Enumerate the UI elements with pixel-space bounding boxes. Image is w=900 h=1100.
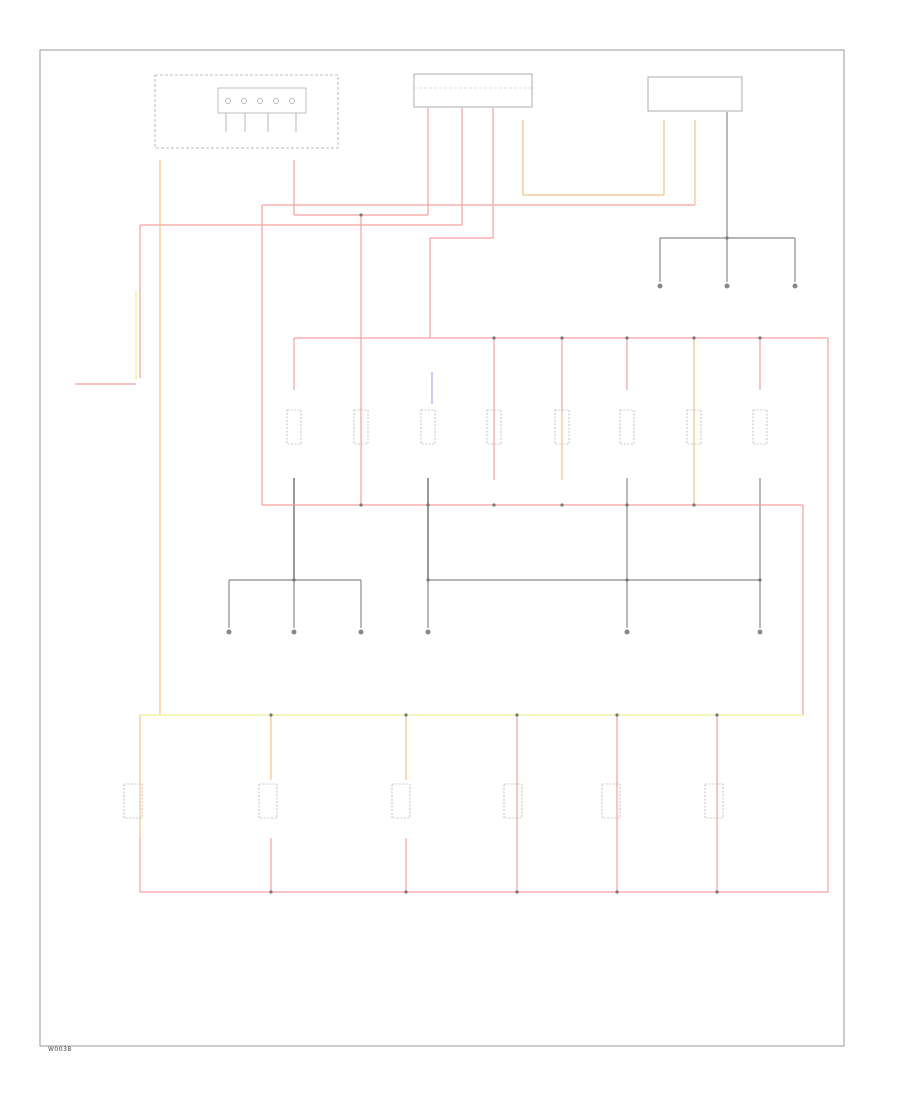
illumination-control-switch <box>647 76 743 112</box>
diagram-frame <box>39 49 845 1047</box>
bottom-lamp-row <box>123 783 724 819</box>
orange-illumination-wiring <box>139 120 696 838</box>
yellow-illumination-bus <box>135 290 803 716</box>
red-power-wiring <box>75 108 829 893</box>
ground-wiring <box>228 112 796 628</box>
combination-switch <box>154 74 339 149</box>
splice-dots <box>269 213 762 894</box>
middle-lamp-row <box>286 409 768 445</box>
ground-symbols <box>226 283 798 635</box>
diagram-code: W0038 <box>48 1046 72 1053</box>
dash-panel-junction-box <box>413 73 533 108</box>
